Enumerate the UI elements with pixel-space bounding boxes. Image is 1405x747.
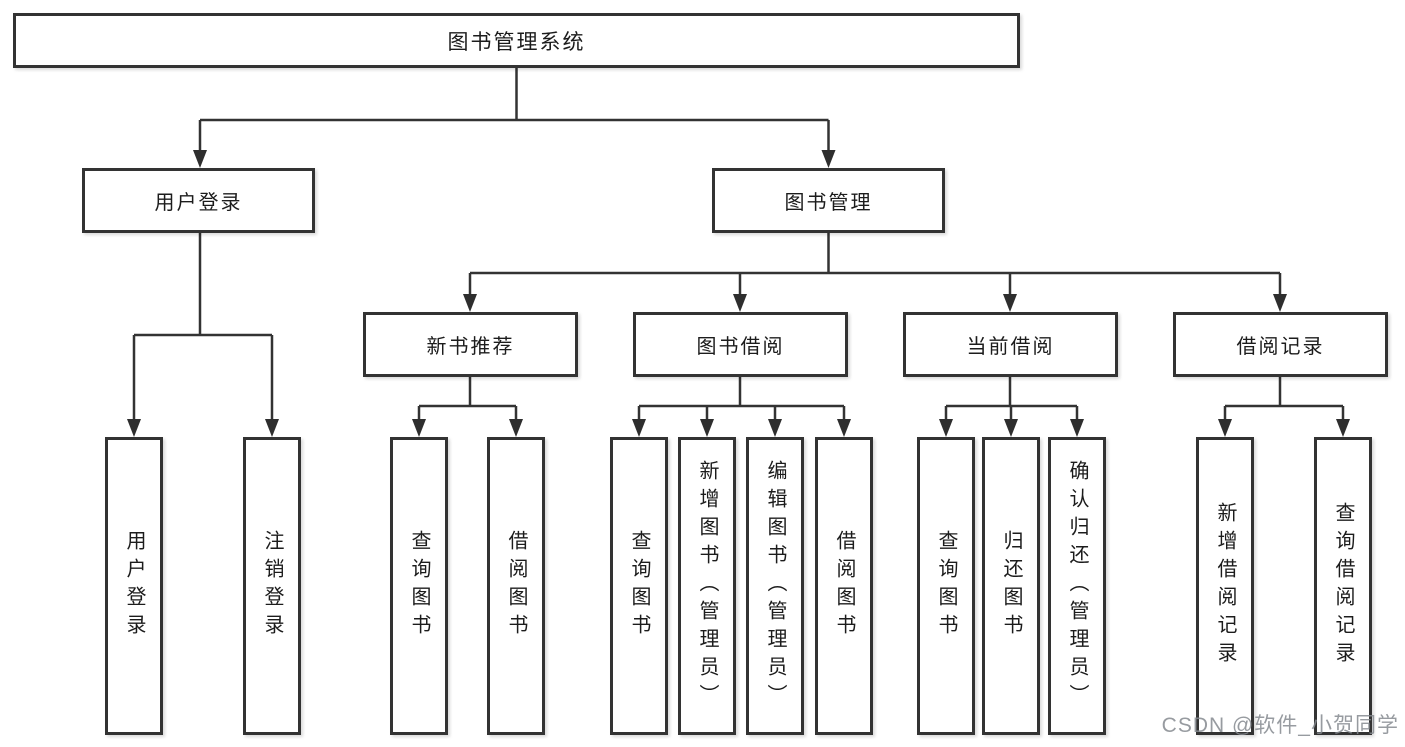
leaf-borrow-books: 借阅图书	[815, 437, 873, 735]
leaf-confirm-return-admin: 确认归还（管理员）	[1048, 437, 1106, 735]
leaf-borrow-books-recommend: 借阅图书	[487, 437, 545, 735]
leaf-label: 注销登录	[261, 530, 283, 642]
node-borrow-records: 借阅记录	[1173, 312, 1388, 377]
leaf-label: 查询图书	[935, 530, 957, 642]
leaf-label: 查询图书	[628, 530, 650, 642]
leaf-label: 新增图书（管理员）	[696, 460, 718, 712]
leaf-query-books-current: 查询图书	[917, 437, 975, 735]
leaf-label: 查询借阅记录	[1332, 502, 1354, 670]
leaf-label: 用户登录	[123, 530, 145, 642]
leaf-add-borrow-record: 新增借阅记录	[1196, 437, 1254, 735]
node-user-login: 用户登录	[82, 168, 315, 233]
leaf-label: 借阅图书	[505, 530, 527, 642]
leaf-query-books-borrow: 查询图书	[610, 437, 668, 735]
node-root: 图书管理系统	[13, 13, 1020, 68]
leaf-return-book: 归还图书	[982, 437, 1040, 735]
node-book-management: 图书管理	[712, 168, 945, 233]
leaf-label: 借阅图书	[833, 530, 855, 642]
node-current-borrow: 当前借阅	[903, 312, 1118, 377]
csdn-watermark: CSDN @软件_小贺同学	[1161, 714, 1399, 737]
leaf-query-books-recommend: 查询图书	[390, 437, 448, 735]
node-new-book-recommend: 新书推荐	[363, 312, 578, 377]
leaf-label: 归还图书	[1000, 530, 1022, 642]
leaf-add-book-admin: 新增图书（管理员）	[678, 437, 736, 735]
leaf-user-login: 用户登录	[105, 437, 163, 735]
leaf-label: 编辑图书（管理员）	[764, 460, 786, 712]
leaf-logout: 注销登录	[243, 437, 301, 735]
leaf-label: 查询图书	[408, 530, 430, 642]
leaf-label: 新增借阅记录	[1214, 502, 1236, 670]
leaf-query-borrow-record: 查询借阅记录	[1314, 437, 1372, 735]
leaf-label: 确认归还（管理员）	[1066, 460, 1088, 712]
node-book-borrow: 图书借阅	[633, 312, 848, 377]
leaf-edit-book-admin: 编辑图书（管理员）	[746, 437, 804, 735]
